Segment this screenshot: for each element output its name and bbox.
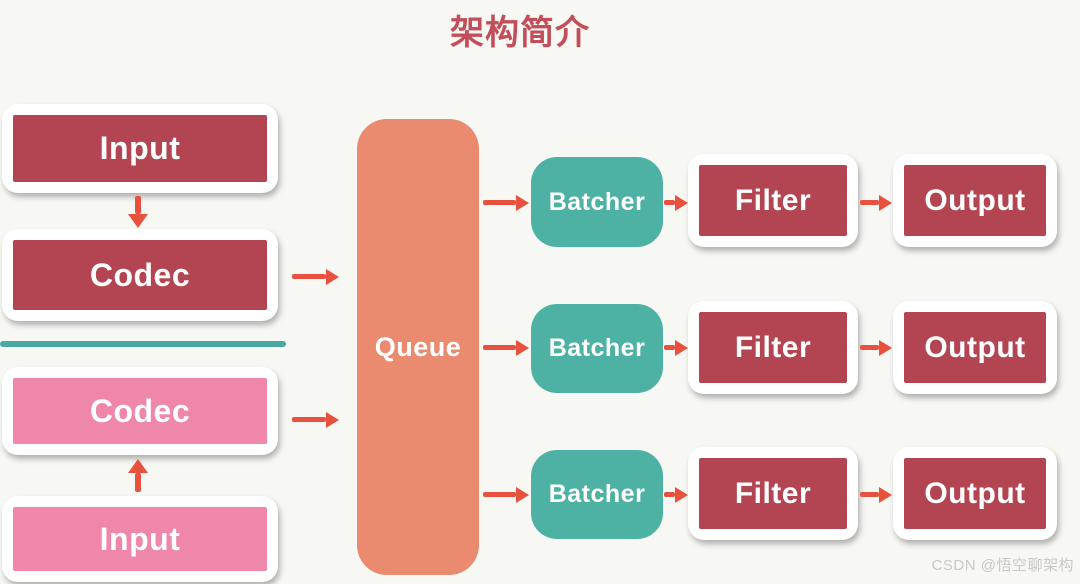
batcher-box: Batcher — [531, 450, 663, 539]
arrow-right-icon — [292, 274, 326, 279]
arrow-right-icon — [292, 417, 326, 422]
input-box-top-label: Input — [13, 115, 267, 182]
filter-box: Filter — [688, 154, 858, 247]
arrow-right-icon — [664, 200, 675, 205]
arrow-right-icon — [860, 345, 879, 350]
output-box-label: Output — [904, 165, 1046, 236]
queue-label: Queue — [374, 331, 462, 362]
input-box-top: Input — [2, 104, 278, 193]
codec-box-top: Codec — [2, 229, 278, 321]
codec-box-bottom: Codec — [2, 367, 278, 455]
output-box: Output — [893, 154, 1057, 247]
filter-box: Filter — [688, 447, 858, 540]
batcher-box: Batcher — [531, 304, 663, 393]
codec-box-top-label: Codec — [13, 240, 267, 310]
arrow-right-icon — [483, 345, 516, 350]
output-box: Output — [893, 447, 1057, 540]
output-box-label: Output — [904, 458, 1046, 529]
diagram-title: 架构简介 — [450, 14, 590, 52]
output-box: Output — [893, 301, 1057, 394]
codec-box-bottom-label: Codec — [13, 378, 267, 444]
arrow-right-icon — [483, 200, 516, 205]
arrow-right-icon — [664, 345, 675, 350]
pipeline-divider — [0, 341, 286, 347]
filter-box-label: Filter — [699, 458, 847, 529]
filter-box-label: Filter — [699, 312, 847, 383]
arrow-right-icon — [664, 492, 675, 497]
arrow-right-icon — [860, 200, 879, 205]
arrow-right-icon — [483, 492, 516, 497]
batcher-box: Batcher — [531, 157, 663, 247]
arrow-down-icon — [135, 196, 141, 214]
input-box-bottom-label: Input — [13, 507, 267, 571]
arrow-up-icon — [135, 473, 141, 492]
input-box-bottom: Input — [2, 496, 278, 582]
watermark: CSDN @悟空聊架构 — [931, 557, 1074, 574]
queue-box: Queue — [357, 119, 479, 575]
arrow-right-icon — [860, 492, 879, 497]
filter-box: Filter — [688, 301, 858, 394]
filter-box-label: Filter — [699, 165, 847, 236]
output-box-label: Output — [904, 312, 1046, 383]
